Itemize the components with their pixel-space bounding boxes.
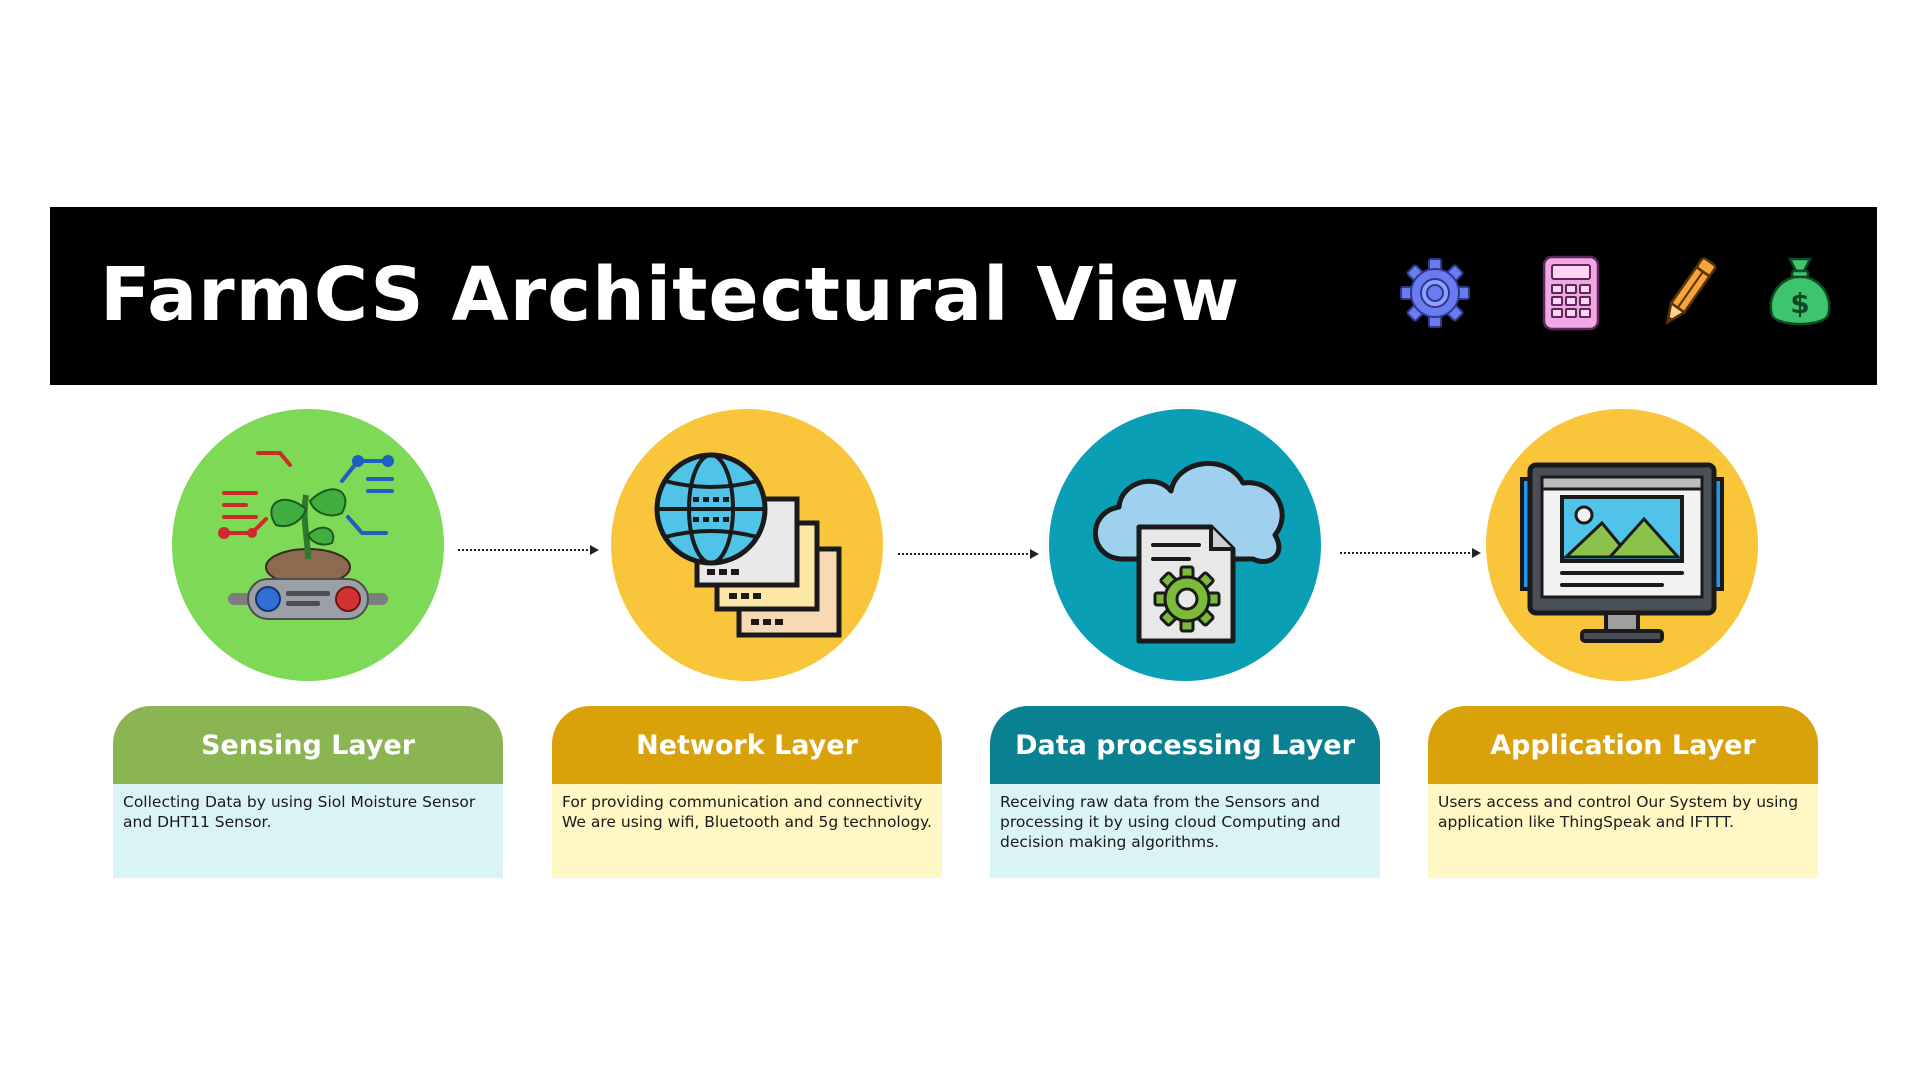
network-layer-description: For providing communication and connecti… <box>562 793 932 831</box>
money-bag-icon: $ <box>1760 253 1840 333</box>
flow-arrow-3 <box>1338 543 1483 563</box>
sensing-layer-title: Sensing Layer <box>200 729 416 761</box>
sensing-layer-circle <box>172 409 444 681</box>
globe-network-icon <box>654 452 842 638</box>
sensing-layer-header: Sensing Layer <box>113 706 503 784</box>
flow-arrow-2 <box>896 544 1041 564</box>
application-layer-description-box: Users access and control Our System by u… <box>1428 784 1818 878</box>
application-layer-title: Application Layer <box>1490 729 1756 761</box>
network-layer-header: Network Layer <box>552 706 942 784</box>
data-processing-layer-circle <box>1049 409 1321 681</box>
monitor-app-icon <box>1520 462 1724 643</box>
calculator-icon <box>1530 253 1610 333</box>
data-processing-layer-description-box: Receiving raw data from the Sensors and … <box>990 784 1380 878</box>
sensing-layer-description: Collecting Data by using Siol Moisture S… <box>123 793 476 831</box>
title-bar: FarmCS Architectural View <box>50 207 1877 385</box>
page-title: FarmCS Architectural View <box>100 252 1241 338</box>
pencil-icon <box>1648 253 1728 333</box>
data-processing-layer-title: Data processing Layer <box>1015 729 1355 761</box>
data-processing-layer-description: Receiving raw data from the Sensors and … <box>1000 793 1341 851</box>
data-processing-layer-header: Data processing Layer <box>990 706 1380 784</box>
gear-icon <box>1395 253 1475 333</box>
application-layer-header: Application Layer <box>1428 706 1818 784</box>
network-layer-circle <box>611 409 883 681</box>
flow-arrow-1 <box>456 540 601 560</box>
network-layer-description-box: For providing communication and connecti… <box>552 784 942 878</box>
cloud-processing-icon <box>1092 460 1285 644</box>
application-layer-circle <box>1486 409 1758 681</box>
sensing-layer-description-box: Collecting Data by using Siol Moisture S… <box>113 784 503 878</box>
network-layer-title: Network Layer <box>636 729 858 761</box>
plant-sensor-icon <box>218 451 394 620</box>
application-layer-description: Users access and control Our System by u… <box>1438 793 1799 831</box>
svg-text:$: $ <box>1790 287 1809 320</box>
